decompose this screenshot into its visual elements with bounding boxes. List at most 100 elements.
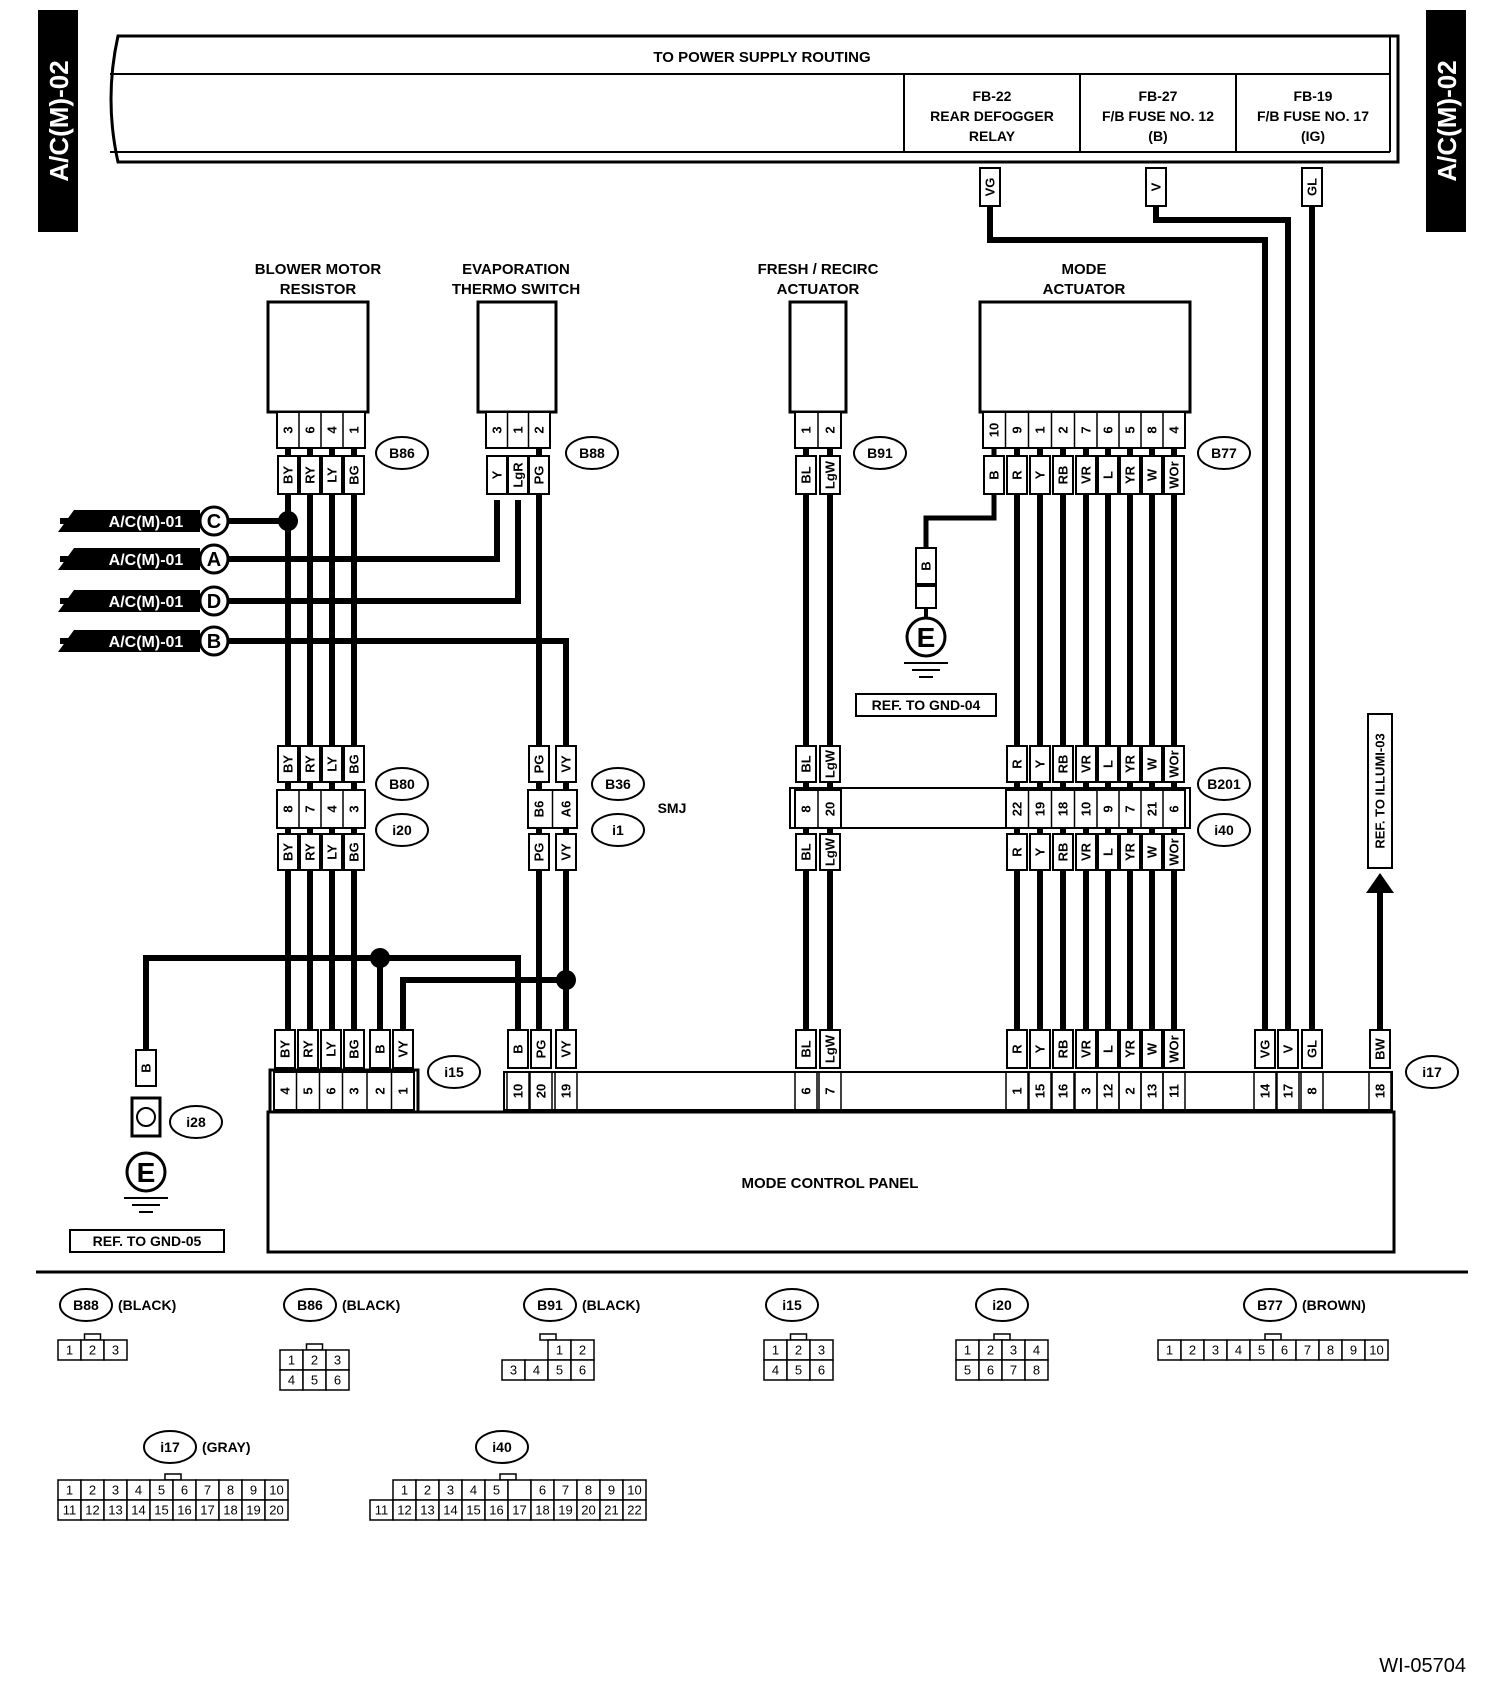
legend-pin-number: 6 — [539, 1483, 546, 1498]
page-code-right: A/C(M)-02 — [1432, 60, 1462, 181]
wire-crossing-mark — [329, 555, 335, 563]
wire-code-box — [1029, 745, 1051, 783]
pin-number: 19 — [1033, 802, 1048, 816]
legend-pin-number: 4 — [772, 1363, 779, 1378]
wire-code: LgW — [823, 460, 838, 489]
legend-key — [305, 1343, 324, 1351]
offpage-letter: D — [207, 591, 221, 613]
wire-code: BY — [281, 755, 296, 773]
legend-pin-number: 12 — [397, 1503, 411, 1518]
legend-connector-id: B91 — [537, 1297, 563, 1313]
wire-code: LgR — [511, 462, 526, 488]
pin-number: 7 — [303, 805, 318, 812]
wire-code: L — [1101, 1045, 1116, 1053]
legend-connector-id: B88 — [73, 1297, 99, 1313]
wire-crossing-mark — [329, 954, 335, 962]
legend-key — [83, 1333, 102, 1341]
component-title: EVAPORATION — [462, 261, 570, 278]
wire-code-box — [1277, 1029, 1299, 1069]
wire-code-box — [299, 833, 321, 871]
ground-terminal — [915, 585, 937, 609]
wire-code-box — [1163, 833, 1185, 871]
wire-code-box — [1052, 745, 1074, 783]
legend-pin-number: 8 — [1327, 1343, 1334, 1358]
connector-id-badge — [375, 436, 429, 470]
reference-box — [69, 1229, 225, 1253]
wire-code-box — [321, 833, 343, 871]
ground-symbol — [125, 1151, 167, 1193]
legend-pin-number: 14 — [131, 1503, 145, 1518]
legend-connector-badge — [975, 1288, 1029, 1322]
wire-code: B — [987, 470, 1002, 479]
wire-code-box — [795, 745, 817, 783]
pin-number: 5 — [1123, 426, 1138, 433]
reference-box — [855, 693, 997, 717]
wire-code-box — [299, 455, 321, 495]
wire-code: YR — [1123, 465, 1138, 484]
pin-number: 16 — [1056, 1084, 1071, 1098]
legend-pin-number: 19 — [246, 1503, 260, 1518]
legend-pin-number: 5 — [493, 1483, 500, 1498]
legend-pin-number: 5 — [795, 1363, 802, 1378]
wire-code-box — [274, 1029, 296, 1069]
legend-pin-number: 7 — [1010, 1363, 1017, 1378]
offpage-arrow — [58, 590, 200, 612]
wire-code: VR — [1079, 465, 1094, 484]
pin-number: 4 — [325, 426, 340, 434]
component-title: FRESH / RECIRC — [758, 261, 879, 278]
legend-pin-number: 12 — [85, 1503, 99, 1518]
wire-code: LY — [324, 1041, 339, 1057]
legend-pin-cell — [570, 1359, 595, 1381]
wire-code: BY — [278, 1040, 293, 1058]
legend-pin-number: 10 — [269, 1483, 283, 1498]
legend-connector-id: i17 — [160, 1439, 180, 1455]
offpage-ref: A/C(M)-01 — [109, 514, 184, 531]
legend-connector-color: (BROWN) — [1302, 1297, 1366, 1313]
legend-pin-number: 8 — [1033, 1363, 1040, 1378]
legend-pin-number: 8 — [227, 1483, 234, 1498]
wire-code: BY — [281, 466, 296, 484]
pin-number: 8 — [799, 805, 814, 812]
legend-pin-number: 9 — [608, 1483, 615, 1498]
legend-pin-number: 3 — [1010, 1343, 1017, 1358]
wire-code: LY — [325, 467, 340, 483]
pin-number: 2 — [1056, 426, 1071, 433]
wire-code-box — [1141, 745, 1163, 783]
wire-code: VY — [396, 1040, 411, 1058]
pin-number: 6 — [799, 1087, 814, 1094]
legend-pin-number: 19 — [558, 1503, 572, 1518]
component-title: ACTUATOR — [777, 281, 860, 298]
legend-pin-number: 10 — [627, 1483, 641, 1498]
wire-code-box — [1029, 455, 1051, 495]
wire-code: VR — [1079, 754, 1094, 773]
fuse-label: F/B FUSE NO. 12 — [1102, 108, 1214, 124]
wire-code: BW — [1373, 1037, 1388, 1059]
wire-code: Y — [1033, 759, 1048, 768]
legend-pin-number: 14 — [443, 1503, 457, 1518]
wire-code: BL — [799, 755, 814, 772]
wire-code: R — [1010, 470, 1025, 480]
connector-id-badge — [1197, 436, 1251, 470]
pin-number: 1 — [347, 426, 362, 433]
pin-number: 2 — [1123, 1087, 1138, 1094]
legend-pin-number: 3 — [818, 1343, 825, 1358]
wire-code: W — [1145, 757, 1160, 770]
wire-code: L — [1101, 760, 1116, 768]
wire-code-box — [819, 745, 841, 783]
pin-number: 20 — [823, 802, 838, 816]
wire-code-box — [1141, 1029, 1163, 1069]
pin-number: 19 — [559, 1084, 574, 1098]
legend-pin-cell — [264, 1499, 289, 1521]
pin-number: 10 — [987, 423, 1002, 437]
fresh-recirc-actuator — [788, 300, 848, 414]
reference-box — [1367, 713, 1393, 869]
pin-number: 18 — [1373, 1084, 1388, 1098]
wire-code-box — [1097, 745, 1119, 783]
pin-number: 1 — [396, 1087, 411, 1094]
wire-crossing-mark — [307, 555, 313, 563]
wire-code-box — [1006, 745, 1028, 783]
wire-crossing-mark — [329, 597, 335, 605]
connector-id-badge — [591, 767, 645, 801]
blower-motor-resistor — [266, 300, 370, 414]
legend-pin-number: 2 — [89, 1343, 96, 1358]
